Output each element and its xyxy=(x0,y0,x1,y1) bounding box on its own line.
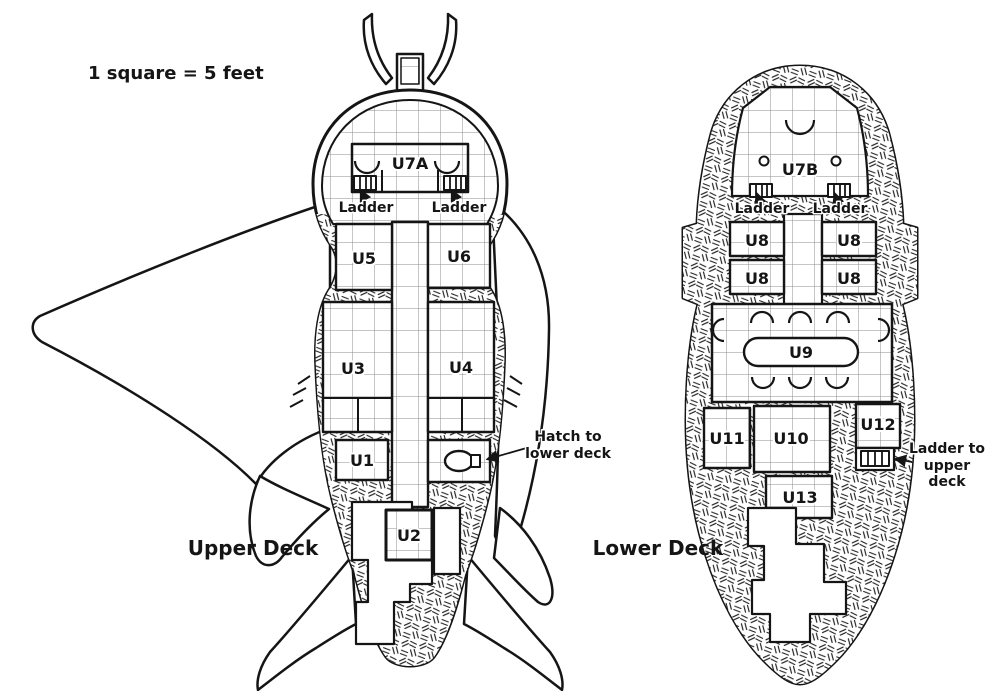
hammock-icon-row-bottom xyxy=(750,376,850,390)
room-u1 xyxy=(334,438,390,482)
room-u7a-inner-walls xyxy=(381,170,439,192)
room-label-u8-aft-starboard: U8 xyxy=(837,269,861,288)
central-corridor xyxy=(390,220,430,509)
ladder-label-upper-left: Ladder xyxy=(339,200,394,216)
hatch-icon xyxy=(443,449,481,473)
left-horn xyxy=(362,12,394,86)
ladder-icon xyxy=(749,183,773,198)
room-label-u7a: U7A xyxy=(392,154,429,173)
aft-side-cabin xyxy=(432,506,462,576)
room-label-u5: U5 xyxy=(352,249,376,268)
left-wing xyxy=(31,200,332,486)
room-label-u10: U10 xyxy=(773,429,808,448)
upper-deck-title: Upper Deck xyxy=(188,536,319,560)
hull-scratch-marks xyxy=(289,375,523,408)
hammock-icon xyxy=(433,160,461,175)
upper-deck-ship xyxy=(31,12,564,691)
room-label-u8-fore-starboard: U8 xyxy=(837,231,861,250)
ladder-icon xyxy=(860,450,890,467)
room-u8-fore-starboard xyxy=(820,220,878,258)
ladder-label-upper-right: Ladder xyxy=(432,200,487,216)
room-label-u8-fore-port: U8 xyxy=(745,231,769,250)
room-u3-inner-walls xyxy=(323,397,392,432)
ladder-label-lower-right: Ladder xyxy=(813,201,868,217)
room-label-u9: U9 xyxy=(789,343,813,362)
hammock-icon xyxy=(784,119,816,136)
room-label-u8-aft-port: U8 xyxy=(745,269,769,288)
right-tail-fluke xyxy=(462,554,564,691)
right-lower-fin xyxy=(492,506,554,606)
room-label-u13: U13 xyxy=(782,488,817,507)
bow-nub-grate xyxy=(400,57,420,85)
room-label-u1: U1 xyxy=(350,451,374,470)
ladder-note-line3: deck xyxy=(928,474,966,490)
scale-note: 1 square = 5 feet xyxy=(88,63,264,84)
room-label-u6: U6 xyxy=(447,247,471,266)
room-label-u4: U4 xyxy=(449,358,473,377)
room-label-u7b: U7B xyxy=(782,160,818,179)
stern-cabins xyxy=(746,506,848,644)
lower-deck-ship xyxy=(681,64,919,686)
room-u2 xyxy=(384,508,434,562)
ladder-arrow-icon xyxy=(754,191,767,206)
room-u8-fore-port xyxy=(728,220,786,258)
ladder-icon xyxy=(443,175,467,191)
hatch-note-line2: lower deck xyxy=(525,446,611,462)
room-label-u12: U12 xyxy=(860,415,895,434)
ladder-arrow-icon xyxy=(359,188,372,203)
room-u10 xyxy=(752,404,832,474)
room-label-u3: U3 xyxy=(341,359,365,378)
mid-corridor xyxy=(782,212,824,308)
ladder-arrow-icon xyxy=(832,191,845,206)
hatch-note-line1: Hatch to xyxy=(534,429,602,445)
left-lower-fin xyxy=(248,474,331,567)
room-u4-inner-walls xyxy=(428,397,494,432)
ladder-note-line2: upper xyxy=(924,458,971,474)
room-u5 xyxy=(334,222,394,292)
room-label-u2: U2 xyxy=(397,526,421,545)
porthole-icon xyxy=(758,155,770,167)
porthole-icon xyxy=(830,155,842,167)
ladder-note-line1: Ladder to xyxy=(909,441,985,457)
room-u11 xyxy=(702,406,752,470)
hatch-arrow-icon xyxy=(485,446,531,463)
left-tail-fluke xyxy=(256,554,358,691)
ladder-note-arrow-icon xyxy=(893,454,913,468)
ladder-label-lower-left: Ladder xyxy=(735,201,790,217)
room-u8-aft-port xyxy=(728,258,786,296)
bow-room xyxy=(730,85,870,198)
room-label-u11: U11 xyxy=(709,429,744,448)
ladder-icon xyxy=(827,183,851,198)
ladder-icon xyxy=(353,175,377,191)
room-u8-aft-starboard xyxy=(820,258,878,296)
ladder-arrow-icon xyxy=(450,188,463,203)
mess-table xyxy=(742,336,860,368)
hammock-icon-row-top xyxy=(711,310,891,343)
right-horn xyxy=(426,12,458,86)
room-u6 xyxy=(426,222,492,290)
hammock-icon xyxy=(353,160,381,175)
lower-deck-title: Lower Deck xyxy=(593,536,724,560)
